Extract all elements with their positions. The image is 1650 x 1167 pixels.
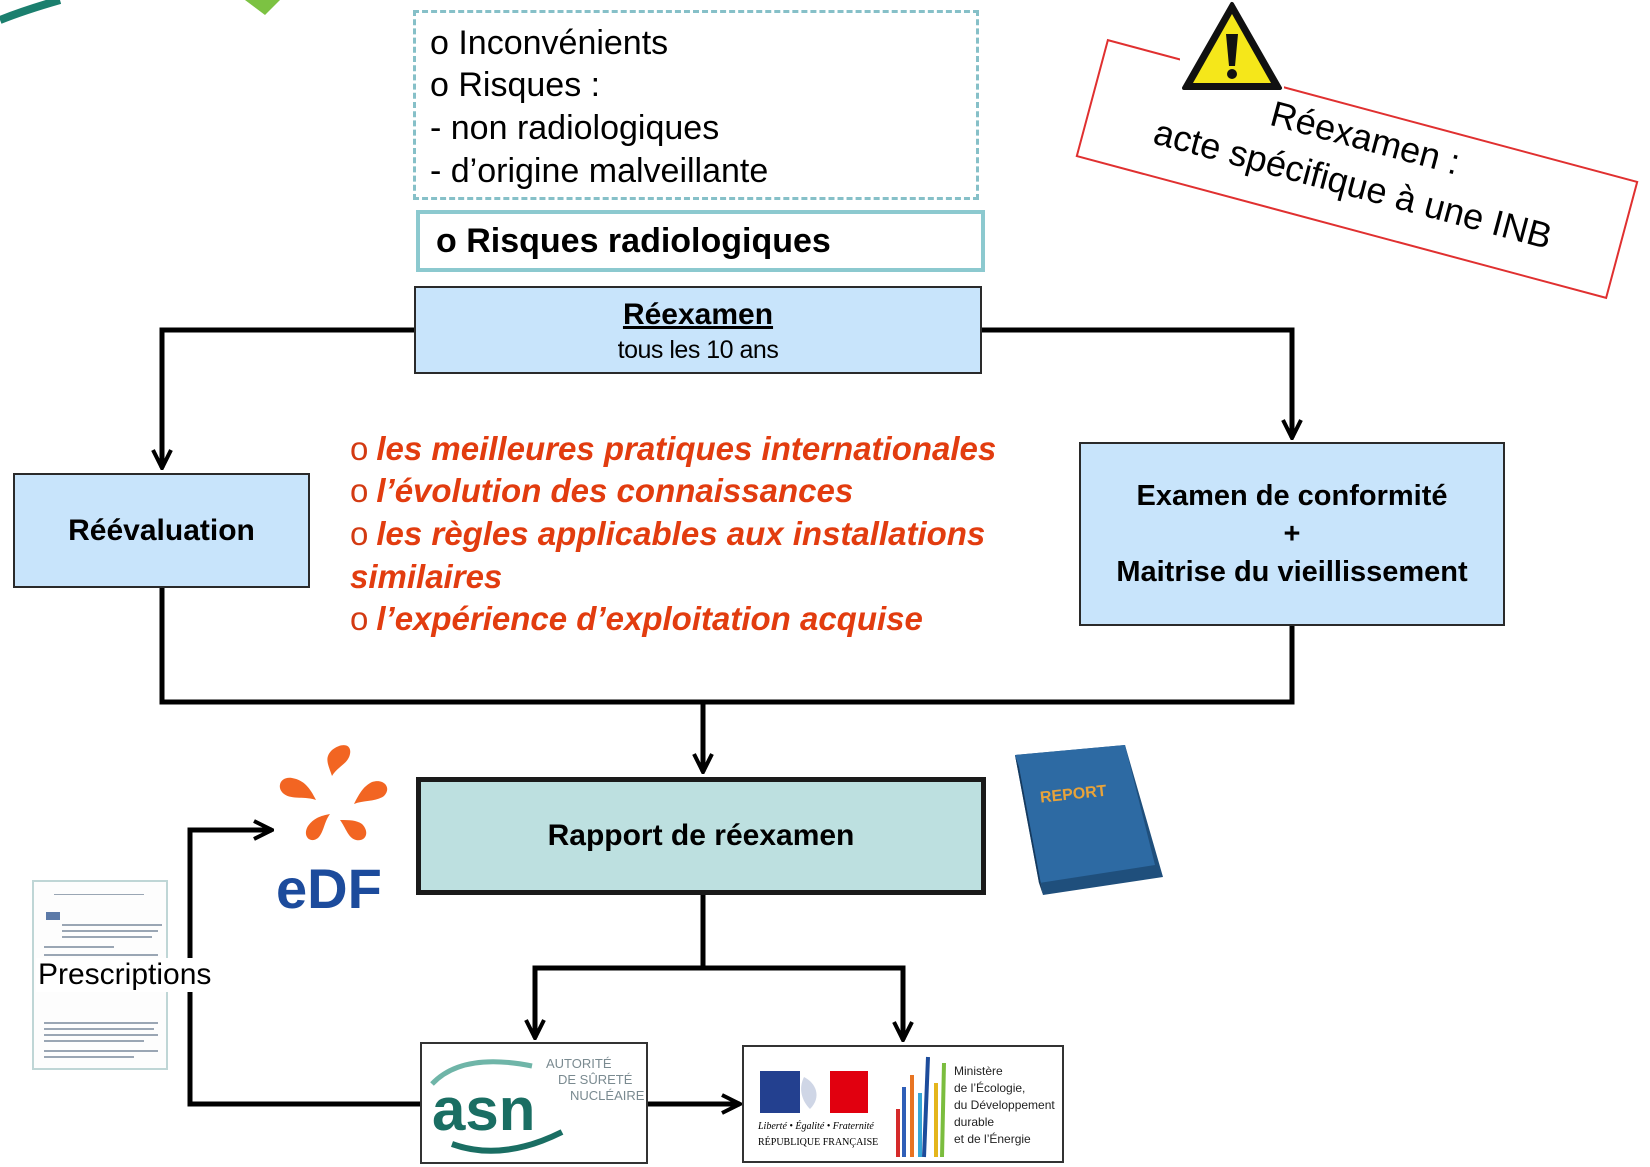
ministry-logo-box: Liberté • Égalité • Fraternité RÉPUBLIQU…: [742, 1045, 1064, 1163]
ministry-logo: Liberté • Égalité • Fraternité RÉPUBLIQU…: [757, 1056, 1055, 1158]
reexamen-box: Réexamen tous les 10 ans: [414, 286, 982, 374]
arrow-to-conformity: [982, 327, 1292, 438]
merge-line: [159, 588, 1295, 705]
consideration-item: - non radiologiques: [430, 109, 720, 147]
bullet: o: [350, 472, 369, 509]
reexamen-subtitle: tous les 10 ans: [617, 336, 779, 364]
edf-logo: eDF: [276, 745, 388, 917]
svg-text:Liberté • Égalité • Fraternité: Liberté • Égalité • Fraternité: [757, 1120, 874, 1132]
report-book-label: REPORT: [1039, 783, 1107, 807]
report-book-icon: REPORT: [1015, 745, 1163, 895]
svg-text:et de l’Énergie: et de l’Énergie: [954, 1131, 1031, 1146]
asn-logo-text: asn: [432, 1076, 535, 1143]
reexamen-title: Réexamen: [622, 298, 774, 331]
conformity-plus: +: [1283, 518, 1301, 550]
svg-text:AUTORITÉ: AUTORITÉ: [546, 1056, 612, 1071]
conformity-line: Maitrise du vieillissement: [1116, 556, 1468, 588]
considerations-box: o Inconvénients o Risques : - non radiol…: [413, 10, 979, 200]
radiological-risks-box: o Risques radiologiques: [416, 210, 985, 272]
consideration-item: - d’origine malveillante: [430, 152, 769, 190]
asn-logo: asn AUTORITÉ DE SÛRETÉ NUCLÉAIRE: [430, 1056, 645, 1154]
criteria-item-continuation: similaires: [350, 558, 503, 595]
rapport-box: Rapport de réexamen: [416, 777, 986, 895]
reevaluation-box: Réévaluation: [13, 473, 310, 588]
consideration-item: o Risques :: [430, 66, 601, 104]
warning-icon: [1180, 0, 1284, 94]
asn-logo-box: asn AUTORITÉ DE SÛRETÉ NUCLÉAIRE: [420, 1042, 648, 1164]
rapport-split: [535, 895, 706, 1038]
svg-text:de l’Écologie,: de l’Écologie,: [954, 1080, 1025, 1095]
svg-text:RÉPUBLIQUE FRANÇAISE: RÉPUBLIQUE FRANÇAISE: [758, 1136, 878, 1148]
corner-logo-fragment: [0, 0, 280, 24]
svg-text:Ministère: Ministère: [954, 1064, 1003, 1078]
bullet: o: [350, 600, 369, 637]
conformity-line: Examen de conformité: [1136, 480, 1448, 512]
svg-text:DE SÛRETÉ: DE SÛRETÉ: [558, 1072, 633, 1087]
edf-logo-text: eDF: [276, 857, 382, 917]
consideration-item: o Inconvénients: [430, 24, 669, 62]
prescriptions-label: Prescriptions: [36, 958, 214, 992]
arrow-to-reevaluation: [162, 327, 414, 468]
bullet: o: [350, 515, 369, 552]
bullet: o: [350, 430, 369, 467]
conformity-box: Examen de conformité + Maitrise du vieil…: [1079, 442, 1505, 626]
arrow-to-ministry: [703, 965, 903, 1040]
svg-text:durable: durable: [954, 1115, 994, 1129]
svg-text:NUCLÉAIRE: NUCLÉAIRE: [570, 1088, 645, 1103]
svg-text:du Développement: du Développement: [954, 1098, 1055, 1112]
